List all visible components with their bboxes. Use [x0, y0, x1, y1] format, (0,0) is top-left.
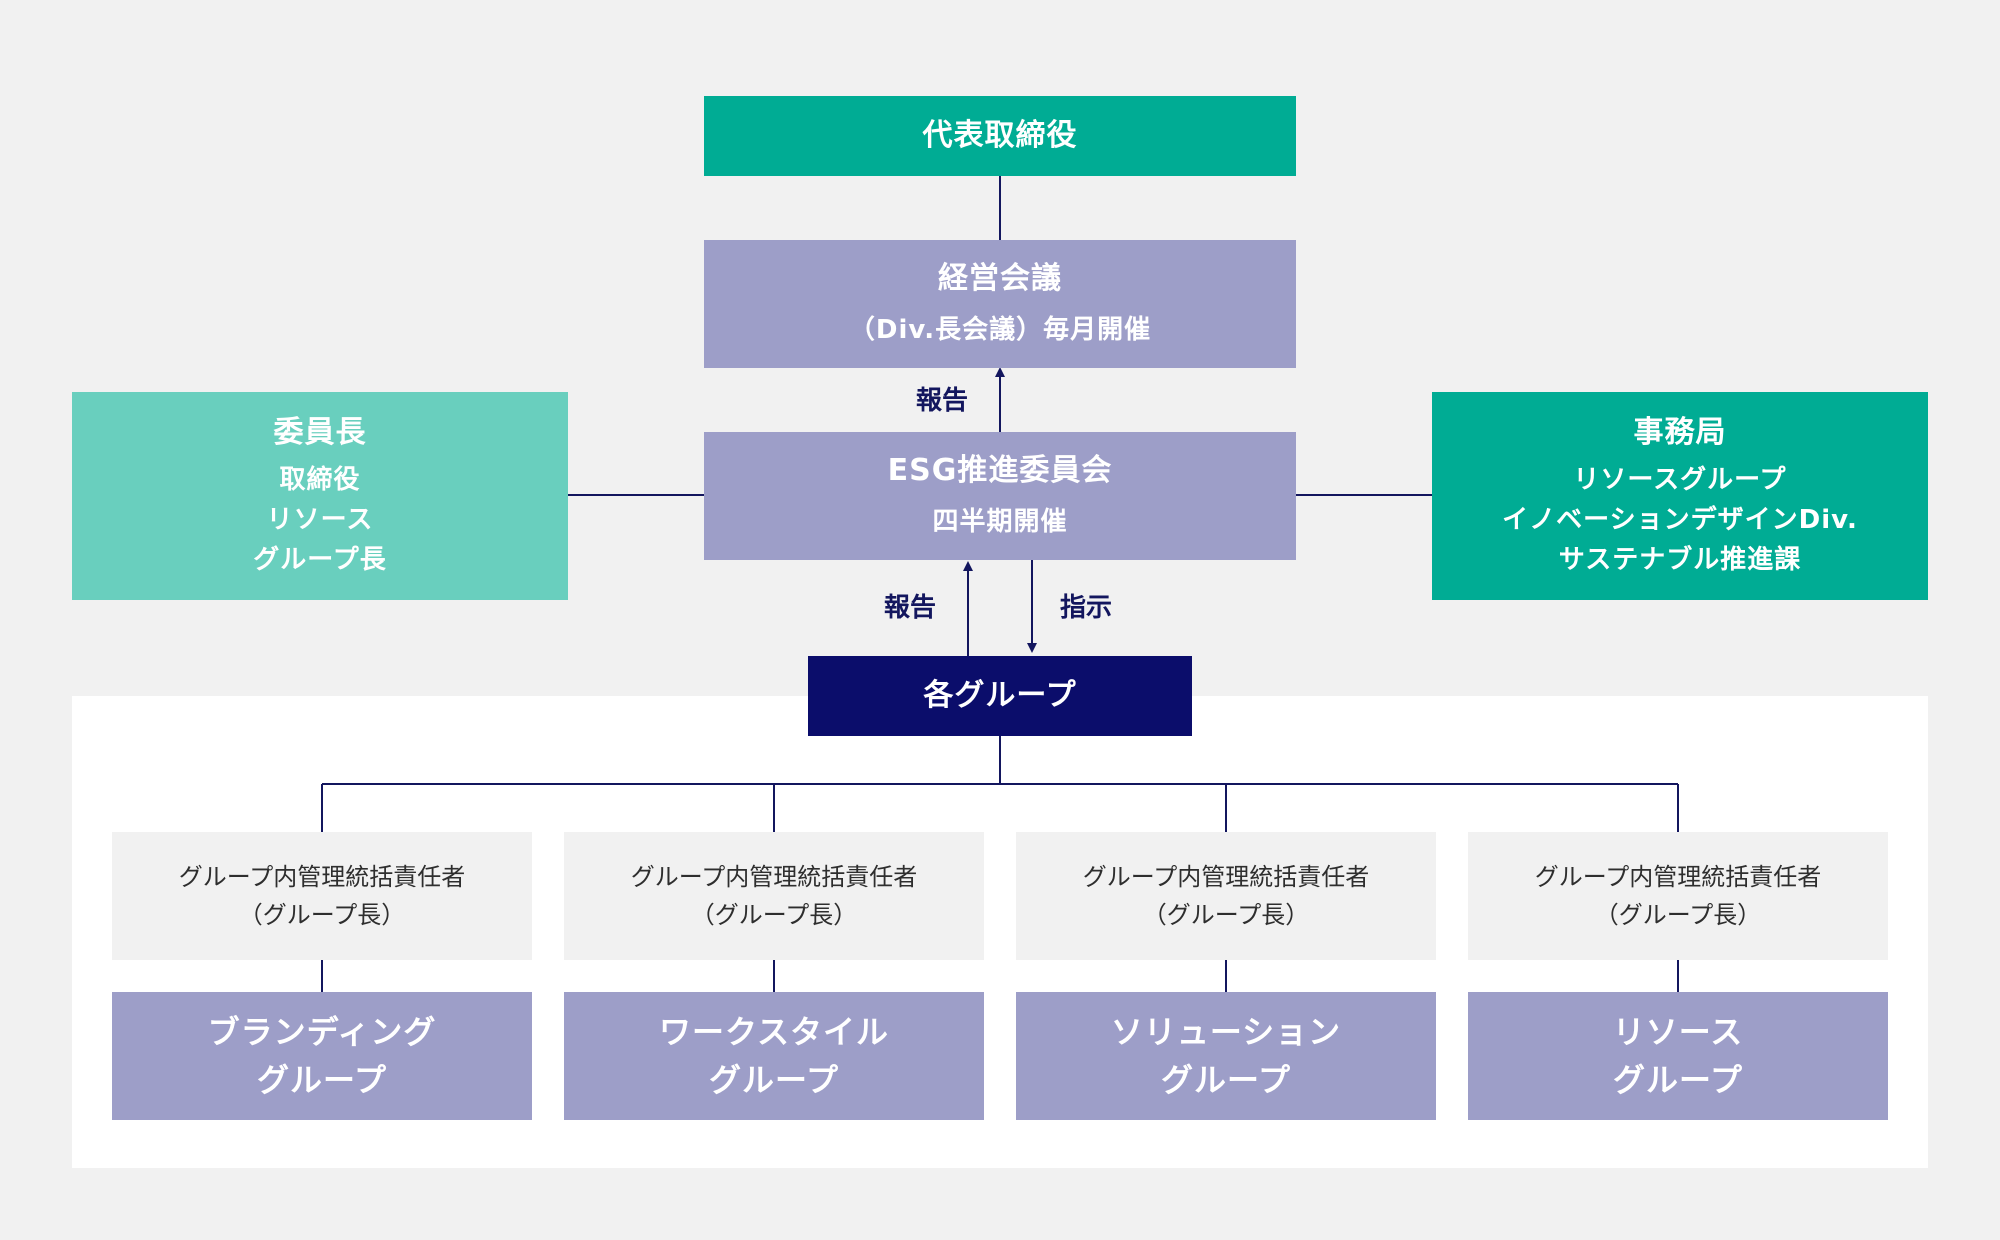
report-label-upper: 報告 [916, 386, 969, 416]
secretariat-line-2: イノベーションデザインDiv. [1502, 505, 1858, 535]
group-name-line-1: リソース [1612, 1013, 1744, 1051]
esg-committee-subtitle: 四半期開催 [932, 507, 1068, 537]
group-box-workstyle: ワークスタイル グループ [564, 992, 984, 1120]
chair-box: 委員長 取締役 リソース グループ長 [72, 392, 568, 600]
group-box-solution: ソリューション グループ [1016, 992, 1436, 1120]
chair-line-2: リソース [266, 505, 374, 535]
management-meeting-title: 経営会議 [938, 261, 1062, 296]
instruct-label: 指示 [1060, 593, 1113, 623]
group-name-line-1: ソリューション [1110, 1013, 1342, 1051]
manager-line-2: （グループ長） [238, 901, 406, 929]
secretariat-line-3: サステナブル推進課 [1558, 545, 1802, 575]
manager-box-1: グループ内管理統括責任者 （グループ長） [112, 832, 532, 960]
group-name-line-1: ワークスタイル [658, 1013, 890, 1051]
chair-title: 委員長 [273, 415, 367, 450]
manager-line-1: グループ内管理統括責任者 [1082, 863, 1370, 891]
esg-committee-box: ESG推進委員会 四半期開催 [704, 432, 1296, 560]
secretariat-box: 事務局 リソースグループ イノベーションデザインDiv. サステナブル推進課 [1432, 392, 1928, 600]
manager-line-2: （グループ長） [1142, 901, 1310, 929]
management-meeting-subtitle: （Div.長会議）毎月開催 [848, 315, 1152, 345]
ceo-box: 代表取締役 [704, 96, 1296, 176]
group-box-resource: リソース グループ [1468, 992, 1888, 1120]
manager-box-3: グループ内管理統括責任者 （グループ長） [1016, 832, 1436, 960]
group-name-line-2: グループ [1612, 1061, 1744, 1099]
report-label-lower: 報告 [884, 593, 937, 623]
group-box-branding: ブランディング グループ [112, 992, 532, 1120]
manager-line-2: （グループ長） [690, 901, 858, 929]
manager-line-1: グループ内管理統括責任者 [1534, 863, 1822, 891]
management-meeting-box: 経営会議 （Div.長会議）毎月開催 [704, 240, 1296, 368]
secretariat-line-1: リソースグループ [1573, 465, 1787, 495]
manager-box-2: グループ内管理統括責任者 （グループ長） [564, 832, 984, 960]
manager-line-1: グループ内管理統括責任者 [630, 863, 918, 891]
group-name-line-2: グループ [1160, 1061, 1292, 1099]
chair-line-3: グループ長 [253, 545, 387, 575]
esg-committee-title: ESG推進委員会 [887, 453, 1113, 488]
manager-line-1: グループ内管理統括責任者 [178, 863, 466, 891]
all-groups-label: 各グループ [923, 678, 1077, 713]
manager-line-2: （グループ長） [1594, 901, 1762, 929]
all-groups-box: 各グループ [808, 656, 1192, 736]
manager-box-4: グループ内管理統括責任者 （グループ長） [1468, 832, 1888, 960]
group-name-line-2: グループ [256, 1061, 388, 1099]
group-name-line-1: ブランディング [207, 1013, 437, 1051]
ceo-label: 代表取締役 [922, 118, 1078, 153]
group-name-line-2: グループ [708, 1061, 840, 1099]
chair-line-1: 取締役 [279, 465, 361, 495]
secretariat-title: 事務局 [1633, 415, 1727, 450]
